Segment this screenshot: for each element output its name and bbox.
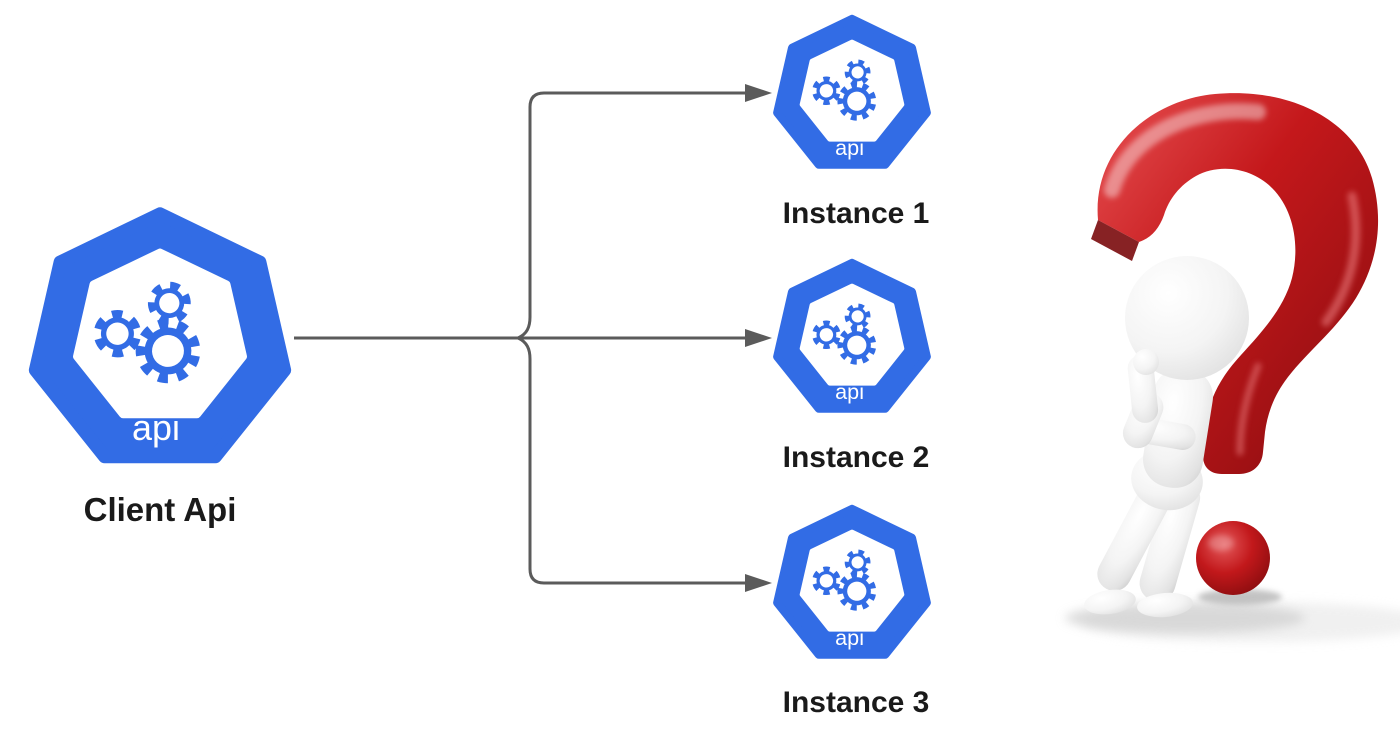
arrowhead-icon bbox=[745, 574, 772, 592]
question-dot-glint bbox=[1208, 535, 1234, 551]
api-heptagon-icon bbox=[777, 263, 927, 409]
arrow-line-top-branch bbox=[517, 91, 748, 340]
instance-2-label: Instance 2 bbox=[783, 441, 930, 474]
arrowhead-icon bbox=[745, 329, 772, 347]
figure-foot bbox=[1084, 589, 1136, 615]
api-heptagon-icon bbox=[36, 214, 285, 457]
figure-hand bbox=[1133, 349, 1159, 375]
question-mark-icon bbox=[1091, 93, 1379, 605]
instance-1-node: Instance 1 bbox=[777, 19, 929, 230]
arrow-line-bottom-branch bbox=[517, 336, 748, 585]
question-dot bbox=[1196, 521, 1270, 595]
question-mark-highlight bbox=[1104, 103, 1266, 198]
question-mark-body bbox=[1097, 93, 1379, 474]
instance-3-node: Instance 3 bbox=[777, 509, 929, 719]
question-mark-highlight bbox=[1236, 362, 1262, 456]
figure-leg-back bbox=[1139, 479, 1201, 602]
figure-head bbox=[1125, 256, 1249, 380]
api-heptagon-icon bbox=[777, 19, 927, 165]
question-mark-highlight bbox=[1321, 191, 1361, 327]
instance-3-label: Instance 3 bbox=[783, 686, 930, 719]
figure-leg-front bbox=[1097, 482, 1171, 591]
client-api-label: Client Api bbox=[84, 491, 237, 528]
question-dot-shadow bbox=[1198, 589, 1282, 605]
question-mark-cut-face bbox=[1091, 220, 1139, 261]
api-heptagon-icon bbox=[777, 509, 927, 655]
question-mark-illustration bbox=[1065, 93, 1400, 642]
client-api-node: Client Api bbox=[36, 214, 285, 528]
instance-1-label: Instance 1 bbox=[783, 197, 930, 230]
floor-shadow bbox=[1065, 603, 1305, 633]
connector-arrows bbox=[294, 84, 772, 592]
arrowhead-icon bbox=[745, 84, 772, 102]
thinking-figure bbox=[1084, 256, 1249, 618]
figure-foot bbox=[1137, 592, 1193, 618]
instance-2-node: Instance 2 bbox=[777, 263, 929, 474]
